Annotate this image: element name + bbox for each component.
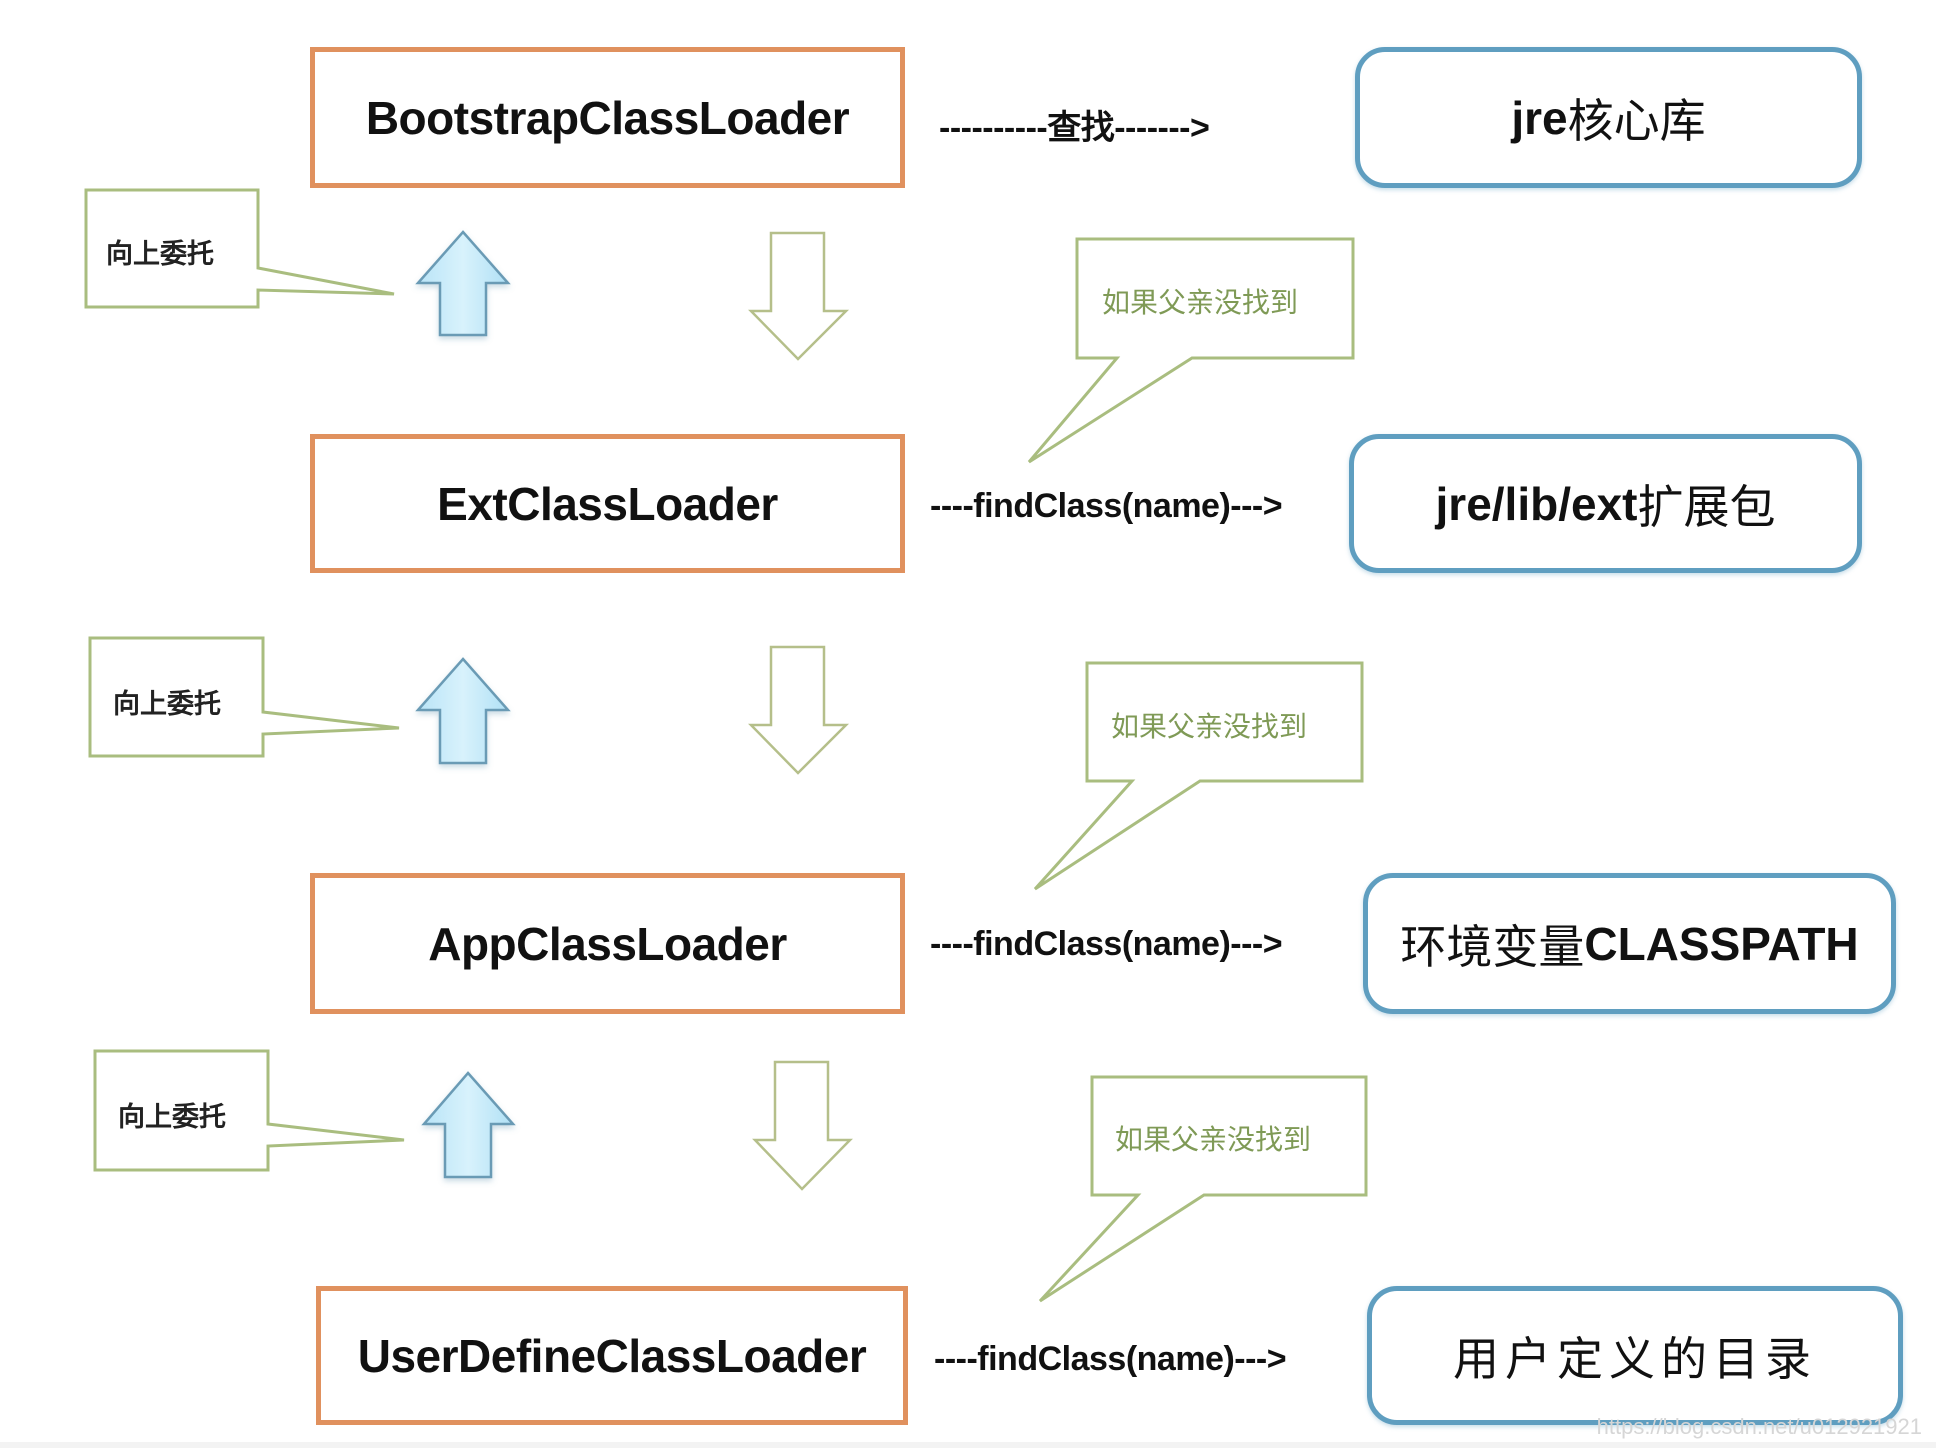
connector-find-class-ext: ----findClass(name)---> xyxy=(930,487,1283,525)
connector-find-class-app: ----findClass(name)---> xyxy=(930,925,1283,963)
delegate-up-label: 向上委托 xyxy=(106,239,214,270)
connector-find-class-user: ----findClass(name)---> xyxy=(934,1340,1287,1378)
target-latin: jre/lib/ext xyxy=(1435,477,1638,530)
delegate-up-callout-3 xyxy=(93,1049,405,1172)
watermark: https://blog.csdn.net/u012921921 xyxy=(1596,1414,1922,1439)
loader-name: BootstrapClassLoader xyxy=(365,91,850,144)
target-cjk: 用户定义的目录 xyxy=(1453,1331,1817,1386)
down-arrow-icon-3 xyxy=(752,1060,853,1191)
parent-not-found-label: 如果父亲没找到 xyxy=(1115,1123,1312,1156)
parent-not-found-callout-1 xyxy=(1027,237,1355,464)
parent-not-found-label: 如果父亲没找到 xyxy=(1111,710,1308,743)
target-latin: CLASSPATH xyxy=(1584,917,1859,970)
down-arrow-icon-2 xyxy=(748,645,850,775)
parent-not-found-callout-2 xyxy=(1033,661,1364,891)
loader-box-bootstrap: BootstrapClassLoader xyxy=(310,47,905,188)
up-arrow-icon-2 xyxy=(415,657,511,765)
loader-name: AppClassLoader xyxy=(428,917,787,970)
parent-not-found-label: 如果父亲没找到 xyxy=(1102,286,1299,319)
loader-box-user-define: UserDefineClassLoader xyxy=(316,1286,908,1425)
loader-box-app: AppClassLoader xyxy=(310,873,905,1014)
loader-name: UserDefineClassLoader xyxy=(357,1329,867,1382)
target-cjk: 扩展包 xyxy=(1637,479,1776,534)
delegate-up-label: 向上委托 xyxy=(118,1102,226,1133)
connector-find: ----------查找-------> xyxy=(939,109,1210,147)
delegate-up-callout-1 xyxy=(84,188,395,309)
target-cjk: 环境变量 xyxy=(1400,919,1585,974)
parent-not-found-callout-3 xyxy=(1038,1075,1368,1303)
delegate-up-label: 向上委托 xyxy=(113,689,221,720)
up-arrow-icon-3 xyxy=(421,1071,516,1179)
bottom-strip xyxy=(0,1442,1936,1448)
loader-box-ext: ExtClassLoader xyxy=(310,434,905,573)
target-latin: jre xyxy=(1511,91,1568,144)
target-cjk: 核心库 xyxy=(1567,93,1706,148)
up-arrow-icon-1 xyxy=(415,230,511,337)
down-arrow-icon-1 xyxy=(748,231,850,361)
loader-name: ExtClassLoader xyxy=(437,477,778,530)
delegate-up-callout-2 xyxy=(88,636,400,758)
target-box-user-dir: 用户定义的目录 xyxy=(1367,1286,1903,1425)
